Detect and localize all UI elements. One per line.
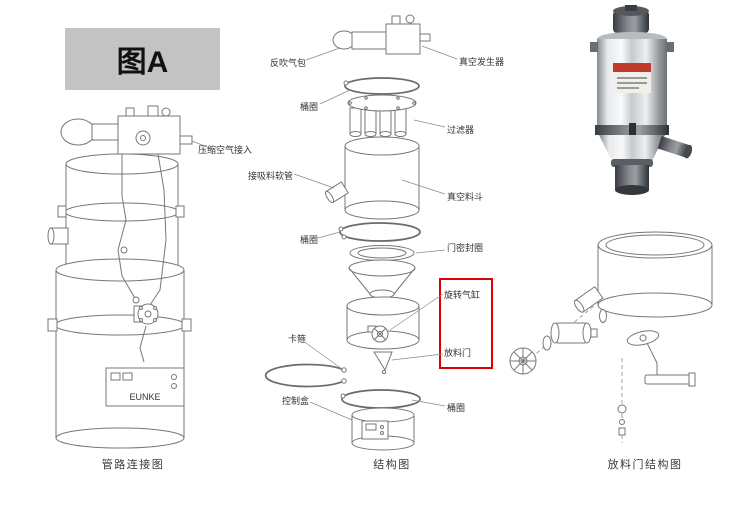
bowl-part [573, 231, 713, 318]
barrel-ring-mid-part [338, 222, 421, 242]
label-vacuum-generator: 真空发生器 [459, 56, 504, 67]
label-rotary-cylinder: 旋转气缸 [444, 289, 480, 300]
label-air-inlet: 压缩空气接入 [198, 144, 252, 155]
label-control-box: 控制盒 [282, 395, 309, 406]
photo-bottom-cylinder [611, 159, 653, 195]
photo-body [597, 53, 667, 127]
figure-label-box: 图A [65, 28, 220, 90]
door-arm-part [644, 374, 692, 385]
control-box-part [351, 407, 415, 451]
label-vacuum-hopper: 真空料斗 [447, 191, 483, 202]
actuator-exploded-parts [509, 309, 607, 375]
photo-cone [599, 135, 693, 163]
highlight-box [439, 278, 493, 369]
photo-band-clamp [595, 123, 669, 137]
piping-tubes-and-pump [117, 153, 167, 363]
caption-structure-diagram: 结构图 [373, 459, 411, 471]
label-back-blow-bag: 反吹气包 [270, 57, 306, 68]
piping-top-assembly [60, 105, 193, 155]
back-blow-bag-part [332, 30, 387, 50]
door-seal-ring-part [349, 245, 415, 261]
door-plate-and-arm [617, 330, 696, 436]
barrel-ring-top-part [343, 77, 420, 95]
caption-piping-diagram: 管路连接图 [101, 459, 165, 471]
hose-port-stub [325, 181, 349, 204]
exploded-diagram: 反吹气包 真空发生器 桶圈 过滤器 接吸料软管 真空料斗 桶圈 [248, 14, 504, 451]
label-barrel-ring-top: 桶圈 [300, 101, 318, 112]
barrel-ring-bottom-part [340, 389, 421, 409]
air-inlet-fitting [179, 135, 193, 145]
rotary-cylinder-part [346, 296, 420, 350]
clamp-part [264, 363, 347, 388]
photo-lid [590, 32, 674, 53]
photo-top-air-tank [613, 5, 649, 39]
vacuum-hopper-part [325, 136, 420, 220]
brand-text: EUNKE [129, 392, 160, 402]
piping-upper-vessel [47, 153, 185, 268]
label-door-seal: 门密封圈 [447, 242, 483, 253]
figure-label: 图A [116, 46, 169, 79]
label-discharge-door: 放料门 [444, 347, 471, 358]
piping-control-box: EUNKE [105, 367, 185, 407]
piping-diagram: 压缩空气接入 EUNKE [47, 105, 252, 449]
filter-part [347, 94, 417, 137]
label-filter: 过滤器 [447, 124, 474, 135]
vacuum-generator-part [385, 14, 431, 55]
pneumatic-cylinder-part [554, 322, 588, 344]
label-suction-hose: 接吸料软管 [248, 170, 293, 181]
discharge-door-diagram [509, 231, 713, 443]
label-clamp: 卡箍 [288, 333, 306, 344]
caption-discharge-door-diagram: 放料门结构图 [607, 459, 683, 471]
label-barrel-ring-bottom: 桶圈 [447, 402, 465, 413]
discharge-door-part [373, 351, 393, 375]
product-photo [590, 5, 693, 195]
funnel-part [348, 259, 416, 299]
label-barrel-ring-mid: 桶圈 [300, 234, 318, 245]
piping-lower-vessel [47, 258, 192, 449]
